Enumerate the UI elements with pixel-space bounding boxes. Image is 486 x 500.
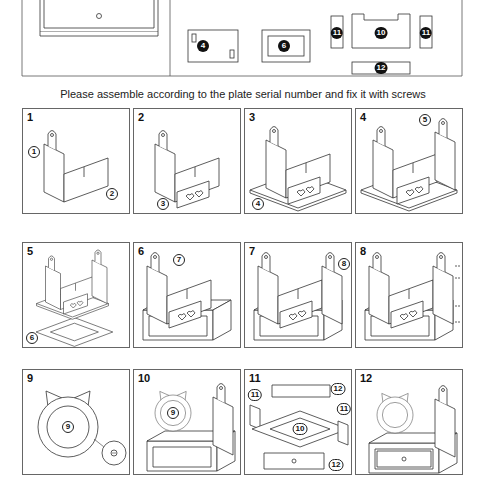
- part-number: 10: [375, 27, 388, 39]
- callout-number: 1: [28, 146, 40, 158]
- callout-number: 10: [293, 423, 308, 435]
- step-number: 4: [360, 111, 366, 123]
- step-number: 5: [27, 245, 33, 257]
- callout-number: 3: [157, 198, 169, 210]
- part-number: 6: [278, 40, 290, 52]
- part-number: 11: [331, 27, 343, 39]
- callout-number: 9: [62, 421, 74, 433]
- step-panel: 5: [22, 242, 130, 348]
- callout-number: 5: [419, 114, 431, 126]
- step-illustration: [147, 384, 235, 472]
- step-illustration: [361, 119, 457, 212]
- step-number: 8: [360, 245, 366, 257]
- callout-number: 2: [106, 188, 118, 200]
- step-illustration: [250, 385, 348, 469]
- step-illustration: [36, 250, 113, 347]
- step-illustration: [155, 131, 219, 209]
- step-illustration: [369, 386, 457, 474]
- callout-number: 6: [26, 332, 38, 344]
- step-illustration: [143, 253, 231, 341]
- part-number: 4: [197, 40, 209, 52]
- part-plates: [188, 14, 432, 74]
- step-number: 1: [27, 111, 33, 123]
- step-panel: 7: [244, 242, 352, 348]
- step-panel: 6: [133, 242, 241, 348]
- step-number: 11: [249, 372, 261, 384]
- step-number: 12: [360, 372, 372, 384]
- callout-number: 11: [337, 403, 351, 415]
- part-number: 11: [420, 27, 432, 39]
- instruction-heading: Please assemble according to the plate s…: [0, 88, 486, 100]
- step-illustration: [250, 127, 346, 212]
- part-number: 12: [375, 62, 388, 74]
- callout-number: 8: [338, 258, 350, 270]
- step-illustration: [254, 253, 342, 341]
- step-illustration: [365, 253, 461, 341]
- callout-number: 11: [248, 389, 262, 401]
- step-number: 9: [27, 372, 33, 384]
- step-number: 6: [138, 245, 144, 257]
- step-panel: 4: [355, 108, 463, 214]
- step-number: 2: [138, 111, 144, 123]
- assembled-box-preview: [40, 0, 158, 36]
- step-illustration: [44, 131, 108, 203]
- step-panel: 8: [355, 242, 463, 348]
- step-panel: 10: [133, 369, 241, 475]
- callout-number: 7: [173, 254, 185, 266]
- step-panel: 9: [22, 369, 130, 475]
- step-number: 10: [138, 372, 150, 384]
- step-number: 7: [249, 245, 255, 257]
- callout-number: 12: [329, 459, 344, 471]
- step-illustration: [38, 391, 126, 465]
- callout-number: 12: [331, 383, 346, 395]
- callout-number: 9: [167, 407, 179, 419]
- step-number: 3: [249, 111, 255, 123]
- callout-number: 4: [252, 198, 264, 210]
- step-panel: 12: [355, 369, 463, 475]
- parts-strip: [22, 0, 462, 76]
- step-panel: 2: [133, 108, 241, 214]
